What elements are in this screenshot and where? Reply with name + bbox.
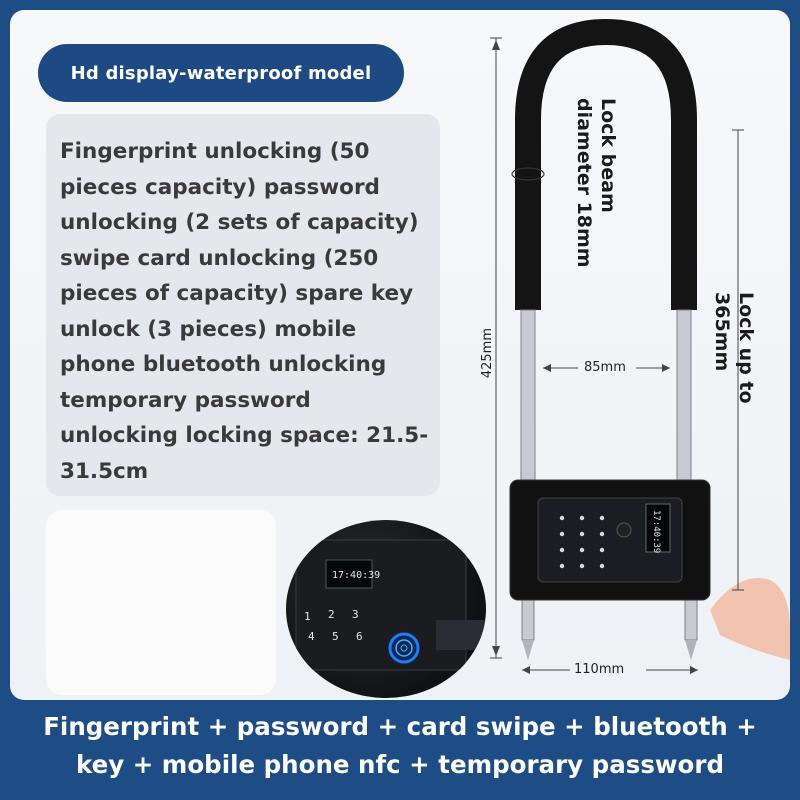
- closeup-key: 4: [308, 630, 315, 643]
- closeup-key: 6: [356, 630, 363, 643]
- lock-range-label: Lock up to 365mm: [711, 292, 757, 404]
- features-description: Fingerprint unlocking (50 pieces capacit…: [60, 139, 429, 484]
- features-panel: Fingerprint unlocking (50 pieces capacit…: [46, 114, 440, 496]
- inner-width-label: 85mm: [584, 360, 626, 375]
- closeup-key: 5: [332, 630, 339, 643]
- height-dimension-label: 425mm: [480, 328, 495, 379]
- left-spike: [522, 640, 534, 660]
- hand: [710, 578, 790, 660]
- caption-line-1: Fingerprint + password + card swipe + bl…: [43, 712, 757, 741]
- caption-line-2: key + mobile phone nfc + temporary passw…: [75, 750, 724, 779]
- lock-keypad: [559, 515, 605, 569]
- fingerprint-sensor-icon: [388, 632, 420, 664]
- lock-display-time: 17:40:39: [651, 510, 661, 553]
- closeup-key: 3: [352, 608, 359, 621]
- product-card: Hd display-waterproof model Fingerprint …: [10, 10, 790, 700]
- closeup-display-text: 17:40:39: [332, 570, 380, 581]
- model-badge: Hd display-waterproof model: [38, 44, 404, 102]
- shackle-left-bar: [520, 309, 536, 481]
- blank-panel: [46, 510, 276, 695]
- outer-width-label: 110mm: [574, 662, 625, 677]
- right-spike: [685, 640, 697, 660]
- lock-fingerprint-icon: [616, 522, 632, 538]
- keypad-closeup-illustration: 17:40:39 1 2 3 4 5 6: [295, 539, 486, 671]
- closeup-key: 1: [304, 610, 311, 623]
- features-caption: Fingerprint + password + card swipe + bl…: [0, 708, 800, 784]
- lock-body: [509, 479, 711, 601]
- beam-diameter-label: Lock beam diameter 18mm: [573, 98, 619, 268]
- keypad-closeup-image: 17:40:39 1 2 3 4 5 6: [286, 520, 486, 698]
- lock-display: [645, 503, 671, 553]
- closeup-key: 2: [328, 608, 335, 621]
- shackle-right-bar: [676, 309, 692, 481]
- closeup-keys: 1 2 3 4 5 6: [304, 608, 363, 643]
